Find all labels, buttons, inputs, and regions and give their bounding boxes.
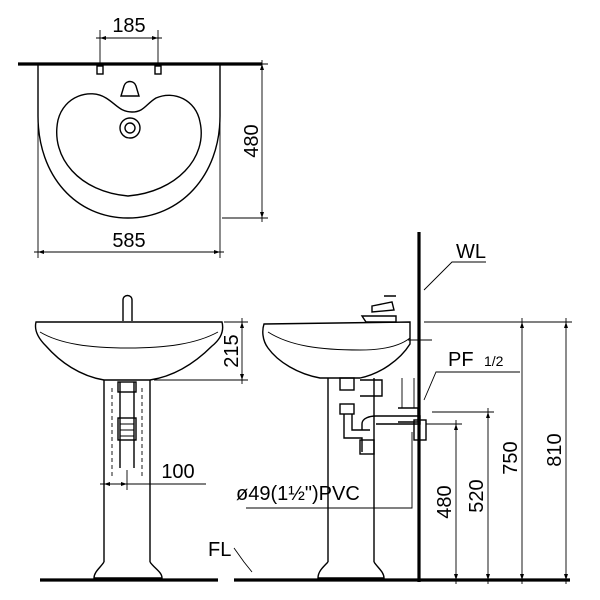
pedestal-front [103, 380, 151, 562]
dim-basin-width: 585 [112, 230, 145, 252]
dim-supply-height: 520 [466, 479, 488, 512]
supply-valve [398, 407, 419, 423]
wl-leader [423, 261, 486, 291]
basin-outline-top [37, 64, 221, 219]
trap-front [119, 382, 135, 468]
supply-stop [413, 419, 427, 441]
drain-outer [119, 117, 141, 139]
basin-outline-front [34, 321, 224, 381]
pf-leader [423, 371, 520, 401]
pvc-leader [246, 432, 413, 509]
dim-tap-spacing: 185 [112, 15, 145, 37]
drain-inner [124, 122, 136, 134]
basin-rim-line-side [267, 331, 411, 351]
basin-outline-side [262, 321, 411, 379]
basin-rim-line [39, 331, 219, 349]
dim-rim-total-height: 810 [544, 433, 566, 466]
faucet-side [360, 295, 397, 323]
dim-waste-height: 480 [434, 485, 456, 518]
label-wall: WL [456, 241, 486, 263]
dim-tap-height: 750 [500, 441, 522, 474]
mounting-bolt-left [96, 65, 104, 75]
top-view: 185 480 585 [18, 15, 268, 258]
label-supply-fraction: 1/2 [484, 353, 504, 369]
dim-rim-height: 215 [221, 334, 243, 367]
front-view: 215 100 [34, 294, 248, 582]
pedestal-base-front [93, 561, 163, 579]
label-supply-pipe: PF [448, 349, 474, 371]
pedestal-side [327, 378, 375, 562]
label-floor: FL [208, 539, 231, 561]
fl-leader [233, 547, 253, 573]
dim-pedestal-offset: 100 [161, 461, 194, 483]
tap-top [120, 80, 140, 97]
supply-bracket [360, 379, 383, 397]
label-drain-pipe: ø49(1½")PVC [236, 483, 360, 505]
waste-pipe-side [361, 415, 421, 430]
pedestal-base-side [317, 561, 385, 579]
tap-front [122, 294, 133, 321]
basin-bowl-top [56, 93, 202, 197]
side-view: WL PF 1/2 ø49(1½")PVC FL [208, 232, 572, 584]
dim-basin-depth: 480 [241, 124, 263, 157]
trap-side [343, 414, 370, 452]
mounting-bolt-right [154, 65, 162, 75]
